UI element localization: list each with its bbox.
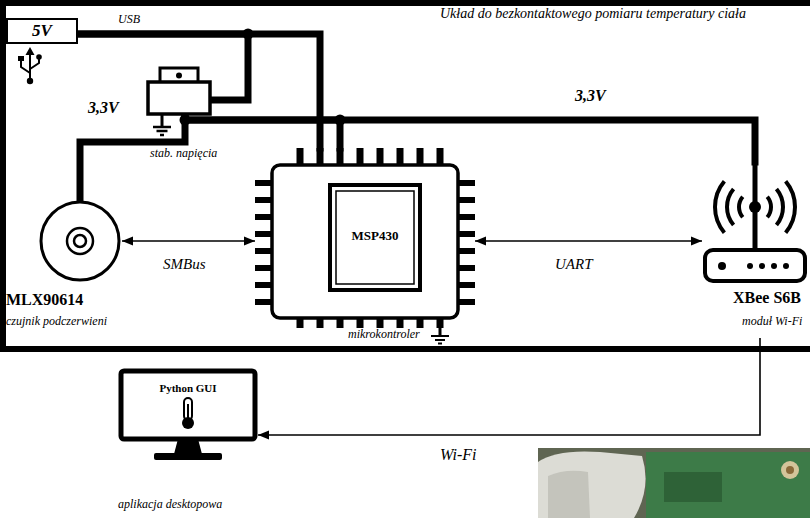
usb-symbol bbox=[36, 54, 42, 60]
power-wire bbox=[78, 34, 320, 148]
part-caption: aplikacja desktopowa bbox=[118, 498, 222, 512]
sensor-lens bbox=[67, 228, 93, 254]
voltage-label: 5V bbox=[32, 21, 52, 41]
device-photo bbox=[646, 452, 810, 518]
part-caption: moduł Wi-Fi bbox=[742, 315, 802, 329]
radio-wave bbox=[727, 189, 734, 225]
arrowhead bbox=[691, 237, 702, 246]
sensor-body bbox=[41, 202, 119, 280]
arrowhead bbox=[475, 237, 486, 246]
monitor-screen bbox=[121, 371, 255, 439]
thermometer-icon bbox=[182, 417, 194, 429]
usb-symbol bbox=[30, 59, 39, 69]
signal-name: UART bbox=[555, 256, 593, 273]
ground-symbol bbox=[157, 130, 168, 133]
wire-path bbox=[258, 338, 760, 435]
radio-wave bbox=[715, 181, 724, 232]
part-caption: mikrokontroler bbox=[348, 328, 420, 342]
router-led bbox=[747, 263, 753, 269]
monitor-stand bbox=[154, 453, 222, 460]
usb-symbol bbox=[21, 61, 30, 73]
wire-path bbox=[185, 116, 755, 162]
radio-wave bbox=[739, 197, 743, 218]
antenna bbox=[749, 201, 761, 213]
arrowhead bbox=[122, 237, 133, 246]
usb-symbol bbox=[29, 54, 31, 80]
signal-line bbox=[122, 237, 255, 246]
wire-path bbox=[122, 240, 255, 242]
part-name: XBee S6B bbox=[733, 289, 801, 307]
part-caption: stab. napięcia bbox=[150, 147, 217, 161]
signal-name: SMBus bbox=[163, 256, 206, 273]
arrowhead bbox=[258, 431, 269, 440]
signal-name: Wi-Fi bbox=[440, 446, 476, 464]
device-photo bbox=[664, 472, 722, 502]
diagram-title: Układ do bezkontaktowego pomiaru tempera… bbox=[440, 6, 746, 22]
router-led bbox=[783, 263, 789, 269]
ir-sensor: MLX90614 czujnik podczerwieni bbox=[2, 198, 130, 334]
wifi-module: XBee S6B moduł Wi-Fi bbox=[700, 160, 808, 336]
ground-symbol bbox=[153, 126, 171, 129]
chip-label: MSP430 bbox=[330, 229, 420, 244]
usb-symbol bbox=[27, 78, 33, 84]
part-caption: czujnik podczerwieni bbox=[6, 315, 107, 329]
device-photo bbox=[786, 466, 794, 474]
ground-symbol bbox=[431, 335, 449, 337]
part-name: MLX90614 bbox=[6, 291, 83, 309]
signal-line bbox=[258, 338, 760, 440]
microcontroller-chip: MSP430 mikrokontroler bbox=[250, 145, 480, 346]
router-body bbox=[705, 250, 805, 281]
system-frame: Układ do bezkontaktowego pomiaru tempera… bbox=[0, 0, 810, 352]
ground-symbol bbox=[160, 134, 164, 137]
regulator-tab bbox=[176, 73, 182, 79]
sensor-symbol bbox=[38, 199, 122, 283]
device-photo bbox=[781, 461, 799, 479]
radio-wave bbox=[767, 197, 771, 218]
wire-path bbox=[475, 240, 702, 242]
sensor-lens bbox=[74, 235, 86, 247]
ground-symbol bbox=[161, 114, 164, 127]
chip-body bbox=[272, 165, 458, 318]
chip-core bbox=[330, 185, 420, 290]
screen-label: Python GUI bbox=[121, 382, 255, 395]
device-photo bbox=[538, 451, 646, 518]
desktop-monitor: Python GUI aplikacja desktopowa bbox=[112, 366, 262, 516]
voltage-label: 3,3V bbox=[88, 99, 119, 117]
ground-symbol bbox=[438, 343, 442, 345]
usb-symbol bbox=[26, 47, 35, 55]
bus-name: USB bbox=[118, 13, 140, 27]
router-icon bbox=[702, 162, 808, 285]
router-led bbox=[718, 262, 726, 270]
thermometer-icon bbox=[184, 398, 192, 420]
device-photo bbox=[538, 448, 810, 518]
signal-line bbox=[475, 237, 702, 246]
voltage-regulator: stab. napięcia bbox=[146, 66, 260, 164]
radio-wave bbox=[786, 181, 795, 232]
router-led bbox=[771, 263, 777, 269]
router-led bbox=[759, 263, 765, 269]
wire-path bbox=[78, 34, 320, 148]
arrowhead bbox=[244, 237, 255, 246]
regulator-body bbox=[148, 82, 210, 114]
usb-symbol bbox=[18, 56, 24, 61]
radio-wave bbox=[776, 189, 783, 225]
power-wire bbox=[185, 116, 755, 162]
ground-symbol bbox=[435, 339, 445, 341]
device-photo bbox=[548, 471, 590, 518]
regulator-symbol bbox=[146, 66, 212, 116]
power-source-box: 5V bbox=[6, 18, 78, 44]
monitor-stand bbox=[174, 439, 202, 454]
voltage-label: 3,3V bbox=[575, 87, 606, 105]
